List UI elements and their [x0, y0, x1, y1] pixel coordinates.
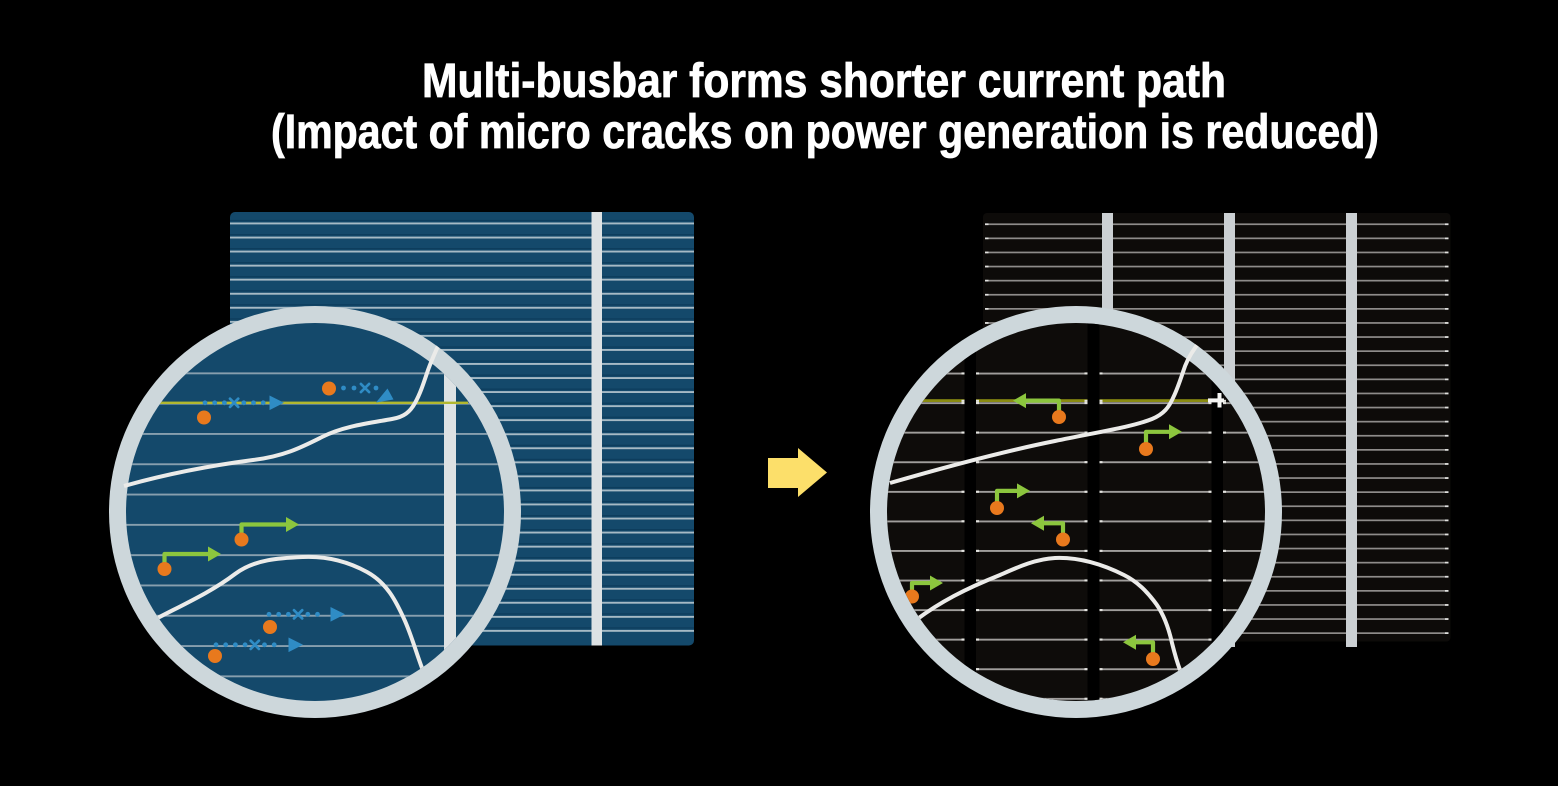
svg-text:Multi-busbar forms shorter cur: Multi-busbar forms shorter current path	[422, 55, 1226, 108]
svg-text:(Impact of micro cracks on pow: (Impact of micro cracks on power generat…	[271, 106, 1379, 159]
